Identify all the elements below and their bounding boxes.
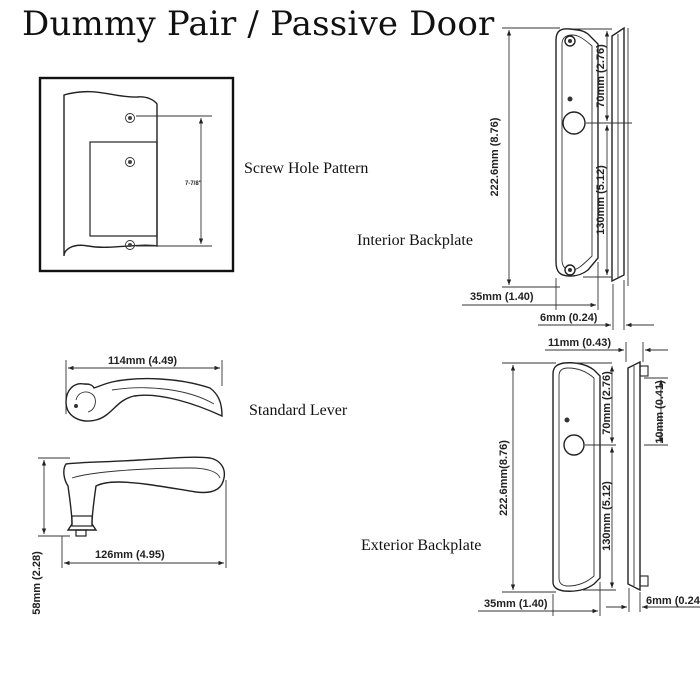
interior-backplate-side-profile <box>611 26 625 283</box>
exterior-backplate-body <box>552 362 601 592</box>
screw-pattern-inner-panel <box>89 141 158 237</box>
screw-hole-middle <box>125 157 135 167</box>
screw-pattern-frame <box>38 76 235 273</box>
exterior-keyhole <box>564 417 570 423</box>
interior-depth-label: 6mm (0.24) <box>540 312 598 324</box>
interior-spindle-hole <box>562 111 586 135</box>
screw-hole-pattern-figure: 7-7/8" <box>38 76 235 273</box>
standard-lever-side-figure: 58mm (2.28) 126mm (4.95) <box>31 456 227 615</box>
lever-top-pivot <box>74 404 78 408</box>
standard-lever-top-outline <box>65 377 223 422</box>
screw-hole-bottom <box>125 240 135 250</box>
lever-top-length-label: 114mm (4.49) <box>108 355 177 367</box>
standard-lever-label: Standard Lever <box>249 402 348 419</box>
exterior-backplate-side-profile <box>627 360 641 592</box>
exterior-width-label: 35mm (1.40) <box>484 598 548 610</box>
page-title: Dummy Pair / Passive Door <box>22 4 495 44</box>
exterior-backplate-bevel <box>558 367 595 587</box>
exterior-bottom-post <box>639 575 649 587</box>
screw-hole-pattern-label: Screw Hole Pattern <box>244 160 369 177</box>
exterior-bottom-label: 130mm (5.12) <box>601 481 613 551</box>
screw-spacing-label: 7-7/8" <box>185 181 202 187</box>
lever-side-neck <box>71 515 93 527</box>
exterior-depth-label: 6mm (0.24 <box>646 595 700 607</box>
exterior-top-label: 70mm (2.76) <box>601 371 613 435</box>
exterior-height-label: 222.6mm(8.76) <box>498 440 510 516</box>
exterior-spindle-hole <box>563 434 585 456</box>
lever-side-spindle <box>75 529 87 537</box>
exterior-backplate-figure: 11mm (0.43) 222.6mm(8.76) 70mm (2.76) 13… <box>478 337 700 616</box>
exterior-backplate-label: Exterior Backplate <box>361 537 482 554</box>
standard-lever-side-outline <box>63 456 226 531</box>
interior-bottom-label: 130mm (5.12) <box>595 165 607 235</box>
exterior-side-label: 10mm (0.41) <box>654 380 666 444</box>
interior-height-label: 222.6mm (8.76) <box>489 117 501 196</box>
exterior-top-post <box>639 365 649 377</box>
interior-top-label: 70mm (2.76) <box>595 44 607 108</box>
exterior-top-depth-label: 11mm (0.43) <box>548 337 611 349</box>
interior-backplate-bevel <box>561 34 593 271</box>
interior-keyhole <box>567 96 573 102</box>
interior-backplate-body <box>555 28 599 277</box>
interior-backplate-figure: 222.6mm (8.76) 70mm (2.76) 130mm (5.12) … <box>462 26 654 330</box>
interior-width-label: 35mm (1.40) <box>470 291 534 303</box>
lever-height-label: 58mm (2.28) <box>31 551 43 615</box>
screw-hole-top <box>125 113 135 123</box>
interior-backplate-label: Interior Backplate <box>357 232 473 249</box>
standard-lever-top-figure: 114mm (4.49) <box>65 355 223 422</box>
lever-side-length-label: 126mm (4.95) <box>95 549 165 561</box>
